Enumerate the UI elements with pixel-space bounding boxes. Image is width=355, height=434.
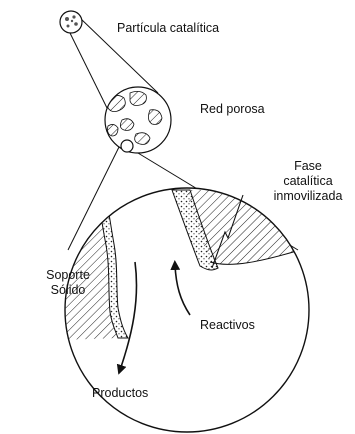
label-phase-line1: Fase bbox=[258, 159, 355, 174]
label-immobilized-phase: Fase catalítica inmovilizada bbox=[258, 159, 355, 204]
zoom-line bbox=[70, 33, 108, 110]
porous-network-circle bbox=[105, 87, 171, 153]
label-solid-support: Soporte Sólido bbox=[28, 268, 108, 298]
catalytic-particle-small bbox=[60, 11, 82, 33]
label-phase-line3: inmovilizada bbox=[258, 189, 355, 204]
label-particle: Partícula catalítica bbox=[117, 21, 219, 36]
label-support-line1: Soporte bbox=[28, 268, 108, 283]
label-reactants: Reactivos bbox=[200, 318, 255, 333]
label-network: Red porosa bbox=[200, 102, 265, 117]
label-phase-line2: catalítica bbox=[258, 174, 355, 189]
label-products: Productos bbox=[92, 386, 148, 401]
label-support-line2: Sólido bbox=[28, 283, 108, 298]
